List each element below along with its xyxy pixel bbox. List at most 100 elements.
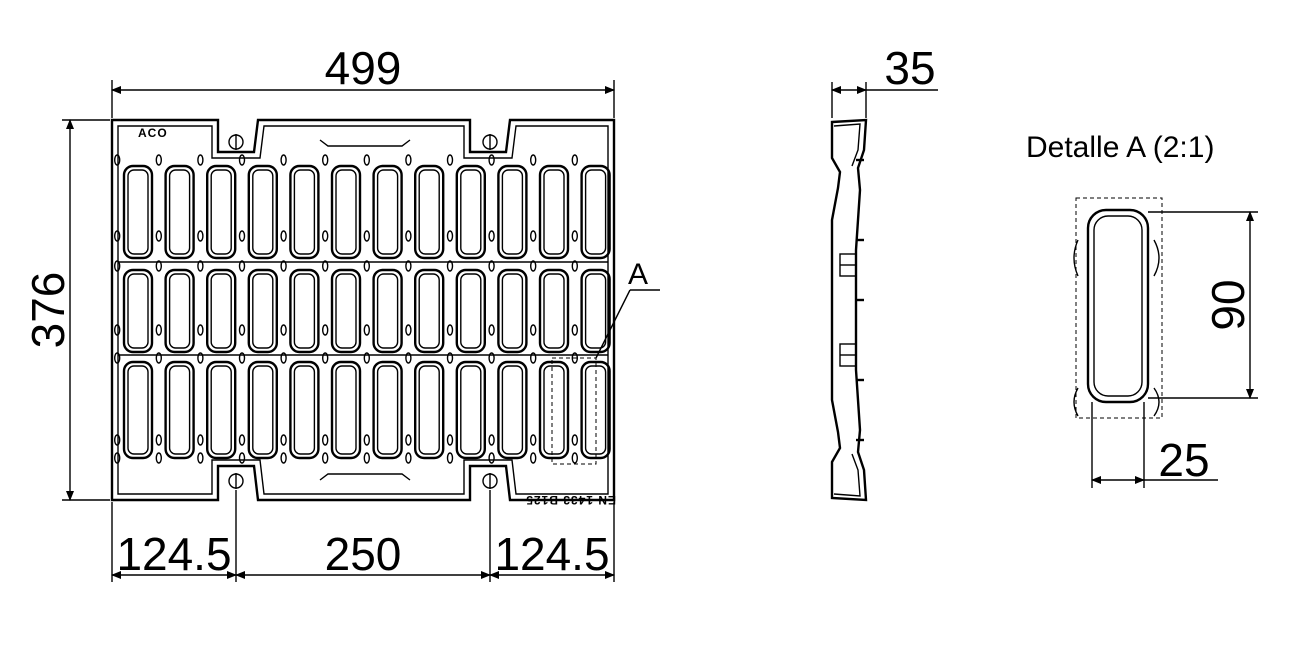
dim-segment-left: 124.5 <box>116 528 231 580</box>
grate-outline <box>110 118 616 502</box>
rib-notch <box>571 452 578 464</box>
grate-slot-inner <box>460 169 482 255</box>
rib-notch <box>488 434 495 446</box>
grate-slot <box>247 360 279 460</box>
dim-overall-width: 499 <box>325 42 402 94</box>
rib-notch <box>113 260 121 272</box>
grate-slot <box>289 164 320 260</box>
rib-notch <box>155 260 163 272</box>
grate-slot <box>205 164 237 260</box>
grate-slot-inner <box>376 169 399 255</box>
detail-dim-width: 25 <box>1158 434 1209 486</box>
grate-slot <box>414 360 445 460</box>
grate-slot <box>372 164 403 260</box>
grate-slot-inner <box>543 169 565 255</box>
rib-notch <box>280 154 287 166</box>
grate-slot-inner <box>376 273 399 349</box>
dim-segment-right: 124.5 <box>494 528 609 580</box>
rib-notch <box>113 452 121 464</box>
rib-notch <box>405 352 412 364</box>
rib-notch <box>155 230 163 242</box>
rib-notch <box>113 324 121 336</box>
rib-notch <box>446 434 454 446</box>
rib-notch <box>530 352 537 364</box>
grate-slot-inner <box>543 273 565 349</box>
rib-notch <box>280 452 287 464</box>
rib-notch <box>530 154 537 166</box>
rib-notch <box>322 352 329 364</box>
grate-slot <box>580 268 611 354</box>
rib-notch <box>488 324 495 336</box>
grate-slot <box>247 164 279 260</box>
grate-slot <box>372 360 403 460</box>
grate-slot-inner <box>501 169 524 255</box>
rib-notch <box>113 352 121 364</box>
grate-slot <box>455 268 486 354</box>
rib-notch <box>363 154 370 166</box>
grate-slot-inner <box>460 273 482 349</box>
grate-slot <box>497 164 528 260</box>
rib-notch <box>530 452 537 464</box>
grate-slot <box>497 268 528 354</box>
grate-slot-inner <box>293 169 316 255</box>
rib-notch <box>155 352 163 364</box>
dim-thickness: 35 <box>884 42 935 94</box>
rib-notch <box>322 324 329 336</box>
rib-notch <box>446 260 454 272</box>
rib-notch <box>197 324 204 336</box>
rib-notch <box>238 434 246 446</box>
rib-notch <box>571 230 578 242</box>
rib-notch <box>280 352 287 364</box>
rib-notch <box>238 324 246 336</box>
grate-slot <box>538 268 570 354</box>
grate-slot-inner <box>501 273 524 349</box>
grate-slot <box>580 164 611 260</box>
rib-notch <box>405 230 412 242</box>
rib-notch <box>238 230 246 242</box>
grate-slot <box>330 164 362 260</box>
grate-slot-inner <box>168 365 191 455</box>
grate-slot-inner <box>210 169 232 255</box>
grate-slot <box>289 360 320 460</box>
grate-slot-inner <box>418 169 440 255</box>
bolt-hole-icon <box>228 134 498 489</box>
rib-notch <box>405 260 412 272</box>
grate-slot-inner <box>168 273 191 349</box>
rib-notch <box>363 324 370 336</box>
grate-slot <box>164 360 195 460</box>
grate-slot-inner <box>127 169 149 255</box>
detail-a-view: Detalle A (2:1) 90 25 <box>1026 131 1258 488</box>
grate-slot-inner <box>293 273 316 349</box>
dim-overall-height: 376 <box>22 272 74 349</box>
rib-notch <box>488 230 495 242</box>
grate-slot-inner <box>501 365 524 455</box>
rib-notch <box>155 154 163 166</box>
rib-notch <box>238 352 246 364</box>
rib-notch <box>488 154 495 166</box>
rib-notch <box>446 324 454 336</box>
rib-notch <box>280 230 287 242</box>
rib-notch <box>530 324 537 336</box>
rib-notch <box>322 260 329 272</box>
grate-slot <box>538 164 570 260</box>
grate-slot <box>122 268 154 354</box>
rib-notch <box>197 154 204 166</box>
rib-notch <box>571 324 578 336</box>
rib-notch <box>363 230 370 242</box>
grate-slot <box>205 360 237 460</box>
rib-notch <box>238 260 246 272</box>
detail-title: Detalle A (2:1) <box>1026 131 1214 164</box>
grate-slot <box>455 360 486 460</box>
grate-slot <box>330 268 362 354</box>
rib-notch <box>571 260 578 272</box>
rib-notch <box>280 324 287 336</box>
grate-side-view: 35 <box>830 42 938 502</box>
rib-notch <box>197 434 204 446</box>
grate-slot <box>164 164 195 260</box>
rib-notch <box>488 452 495 464</box>
rib-notch <box>405 452 412 464</box>
rib-notch <box>405 154 412 166</box>
grate-slot <box>205 268 237 354</box>
rib-notch <box>197 230 204 242</box>
rib-notch <box>363 452 370 464</box>
